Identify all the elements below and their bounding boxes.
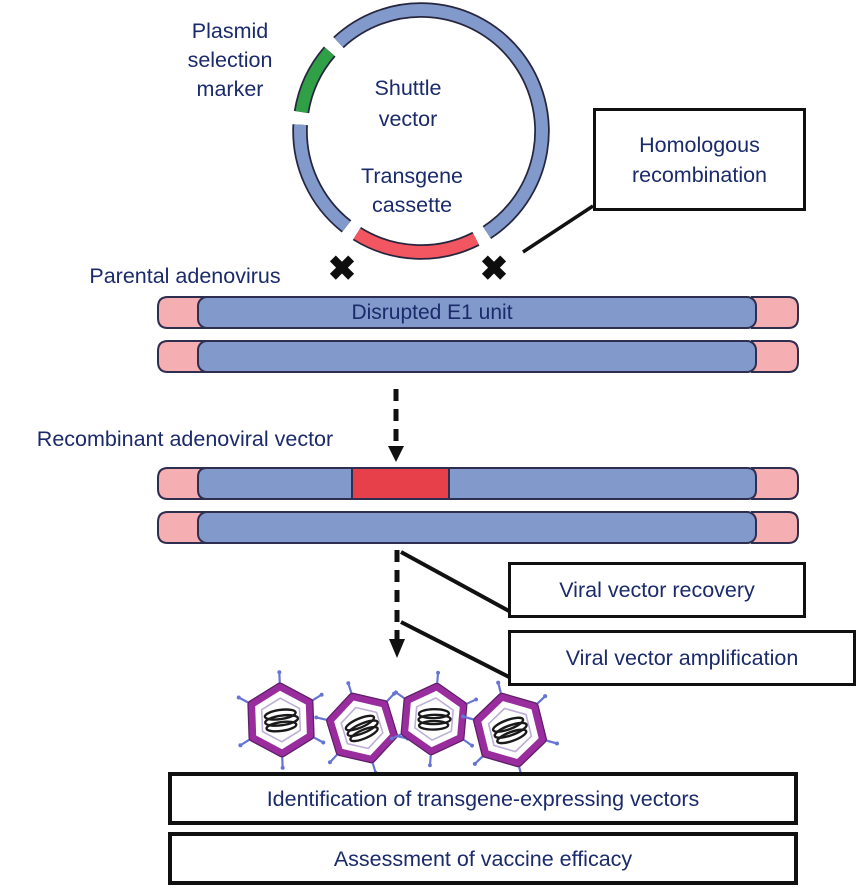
inserted-transgene-segment: [351, 467, 450, 500]
identification-box: Identification of transgene-expressing v…: [168, 772, 798, 825]
homologous-recombination-box: Homologous recombination: [593, 108, 806, 211]
parental-adenovirus-label: Parental adenovirus: [89, 264, 281, 288]
assessment-box: Assessment of vaccine efficacy: [168, 832, 798, 885]
recovery-amplification-arrow: [389, 550, 510, 679]
viral-vector-amplification-box: Viral vector amplification: [508, 630, 856, 686]
shuttle-vector-plasmid-ring: [292, 2, 550, 260]
homologous-box-connector-line: [522, 204, 594, 254]
recovery-box-connector-line: [400, 550, 510, 613]
crossover-x-left: ✖: [327, 250, 357, 288]
shuttle-vector-label: Shuttle vector: [374, 76, 442, 131]
amplification-box-connector-line: [400, 620, 510, 679]
crossover-x-right: ✖: [479, 250, 509, 288]
homologous-recombination-text: Homologous recombination: [631, 132, 768, 187]
plasmid-backbone-arc-main: [334, 4, 548, 238]
selection-marker-arc: [295, 47, 335, 114]
transgene-cassette-arc: [353, 228, 479, 258]
recombination-arrow: [388, 389, 404, 462]
assessment-text: Assessment of vaccine efficacy: [333, 846, 633, 871]
disrupted-e1-strand: [197, 296, 757, 329]
recombinant-vector-genome: [157, 467, 799, 544]
viral-vector-recovery-box: Viral vector recovery: [508, 562, 806, 618]
viral-vector-recovery-text: Viral vector recovery: [559, 578, 755, 602]
viral-vector-amplification-text: Viral vector amplification: [565, 646, 799, 670]
plasmid-backbone-arc-left: [294, 124, 351, 232]
identification-text: Identification of transgene-expressing v…: [266, 786, 700, 811]
disrupted-e1-label: Disrupted E1 unit: [351, 301, 513, 324]
transgene-cassette-label: Transgene cassette: [361, 164, 463, 217]
plasmid-selection-marker-label: Plasmid selection marker: [187, 19, 273, 101]
recombinant-vector-label: Recombinant adenoviral vector: [36, 427, 334, 451]
parental-adenovirus-genome: [157, 296, 799, 373]
